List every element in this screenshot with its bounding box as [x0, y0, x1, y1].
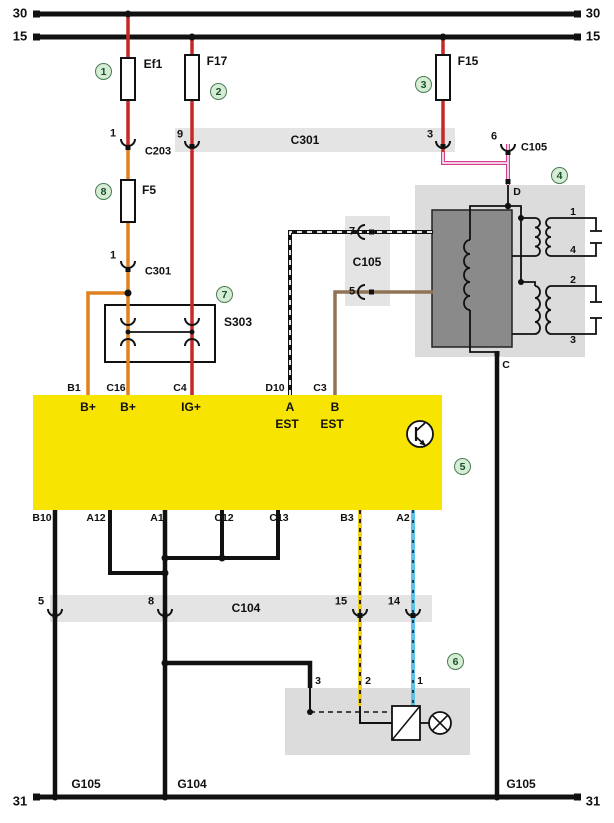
- transformer2-primary-icon: [534, 285, 541, 335]
- bus15-label-left: 15: [12, 28, 28, 44]
- connector-band-c104: [50, 595, 432, 622]
- coil-ground-lead: [469, 347, 497, 353]
- fuse-f5-label: F5: [141, 183, 157, 197]
- callout-8: 8: [95, 183, 112, 200]
- wire-est-b: [333, 290, 433, 395]
- ecu-pin-c4: C4: [173, 381, 187, 394]
- coil-primary-feed: [469, 205, 508, 240]
- callout-1: 1: [95, 63, 112, 80]
- ecu-label-b: B: [330, 400, 340, 414]
- ecu-pin-d10: D10: [265, 381, 285, 394]
- c301-inline-label: C301: [144, 265, 172, 278]
- fuse-f15-icon: [435, 54, 451, 101]
- wire-a12: [108, 510, 165, 575]
- callout-6: 6: [447, 653, 464, 670]
- coil-pin-2: 2: [570, 273, 576, 286]
- ecu-pin-c12: C12: [214, 511, 234, 524]
- callout-2: 2: [210, 83, 227, 100]
- wire-bplus-b1: [86, 291, 128, 395]
- coil-pin-1: 1: [570, 205, 576, 218]
- ecu-label-est-a: EST: [275, 417, 299, 431]
- fuses: [120, 54, 451, 223]
- ecu-pin-a2: A2: [396, 511, 410, 524]
- main-coil-winding-icon: [463, 239, 471, 311]
- bus-terminals: [33, 10, 581, 801]
- coil-pin-c: C: [502, 358, 510, 371]
- wire-est-a: [288, 230, 433, 395]
- c301-band-label: C301: [290, 133, 320, 147]
- ecu-pin-c13: C13: [269, 511, 289, 524]
- c301-pin3-label: 3: [426, 128, 434, 141]
- pump-pin-3: 3: [315, 674, 321, 687]
- c203-label: C203: [144, 145, 172, 158]
- bus30-label-right: 30: [585, 5, 601, 21]
- ecu-label-a: A: [285, 400, 295, 414]
- fuse-f15-label: F15: [457, 54, 479, 68]
- s303-label: S303: [223, 315, 253, 329]
- splice-box-s303: [104, 304, 216, 363]
- ecu-label-bplus1: B+: [80, 400, 96, 414]
- callout-5: 5: [454, 458, 471, 475]
- transformer2-secondary-icon: [545, 285, 552, 335]
- coil-pin-4: 4: [570, 243, 576, 256]
- ecu-label-bplus2: B+: [120, 400, 136, 414]
- junction-dots: [51, 10, 524, 801]
- ecu-pin-b1: B1: [67, 381, 81, 394]
- c104-pin8-label: 8: [147, 595, 155, 608]
- fuse-ef1-label: Ef1: [143, 57, 163, 71]
- fuse-f17-label: F17: [206, 54, 228, 68]
- ecu-block: [33, 395, 442, 510]
- ecu-pin-b3: B3: [340, 511, 354, 524]
- c105-pin7-label: 7: [348, 225, 356, 238]
- c203-pin-label: 1: [109, 127, 117, 140]
- c301-inline-pin-label: 1: [109, 249, 117, 262]
- c104-pin5-label: 5: [37, 595, 45, 608]
- transistor-icon: [406, 420, 434, 448]
- c105-top-label: C105: [520, 141, 548, 154]
- c104-pin14-label: 14: [387, 595, 401, 608]
- transformer1-secondary-icon: [545, 217, 552, 257]
- ecu-label-igplus: IG+: [181, 400, 201, 414]
- pump-pin-2: 2: [365, 674, 371, 687]
- ground-label-g105-right: G105: [506, 777, 536, 791]
- fuse-ef1-icon: [120, 57, 136, 101]
- c104-pin15-label: 15: [334, 595, 348, 608]
- callout-7: 7: [216, 286, 233, 303]
- c301-pin9-label: 9: [176, 128, 184, 141]
- s303-contacts: [120, 317, 200, 347]
- fuse-f5-icon: [120, 179, 136, 223]
- wire-c13: [222, 510, 280, 560]
- ecu-pin-b10: B10: [32, 511, 52, 524]
- coil-module-internals: [463, 185, 602, 353]
- fuel-pump-internals: [309, 688, 452, 741]
- bus30-label-left: 30: [12, 5, 28, 21]
- coil-pin-d: D: [513, 185, 521, 198]
- pump-pin-1: 1: [417, 674, 423, 687]
- wire-pump-feed: [165, 660, 313, 688]
- c104-band-label: C104: [231, 601, 261, 615]
- c105-pin5-label: 5: [348, 285, 356, 298]
- connector-band-c301: [175, 128, 455, 152]
- ecu-pin-c3: C3: [313, 381, 327, 394]
- bus31-label-left: 31: [12, 793, 28, 809]
- ecu-pin-c16: C16: [106, 381, 126, 394]
- bus31-label-right: 31: [585, 793, 601, 809]
- ground-label-g104: G104: [177, 777, 207, 791]
- ecu-label-est-b: EST: [320, 417, 344, 431]
- fuse-f17-icon: [184, 54, 200, 101]
- c105-band-label: C105: [352, 255, 382, 269]
- transformer1-primary-icon: [534, 217, 541, 257]
- callout-4: 4: [551, 167, 568, 184]
- ecu-pin-a12: A12: [86, 511, 106, 524]
- igniter-inner-box: [431, 209, 513, 348]
- callout-3: 3: [415, 76, 432, 93]
- bus15-label-right: 15: [585, 28, 601, 44]
- coil-pin-3: 3: [570, 333, 576, 346]
- connector-pin-squares: [52, 144, 511, 618]
- ground-label-g105-left: G105: [71, 777, 101, 791]
- c105-pin6-label: 6: [490, 130, 498, 143]
- ecu-pin-a1: A1: [150, 511, 164, 524]
